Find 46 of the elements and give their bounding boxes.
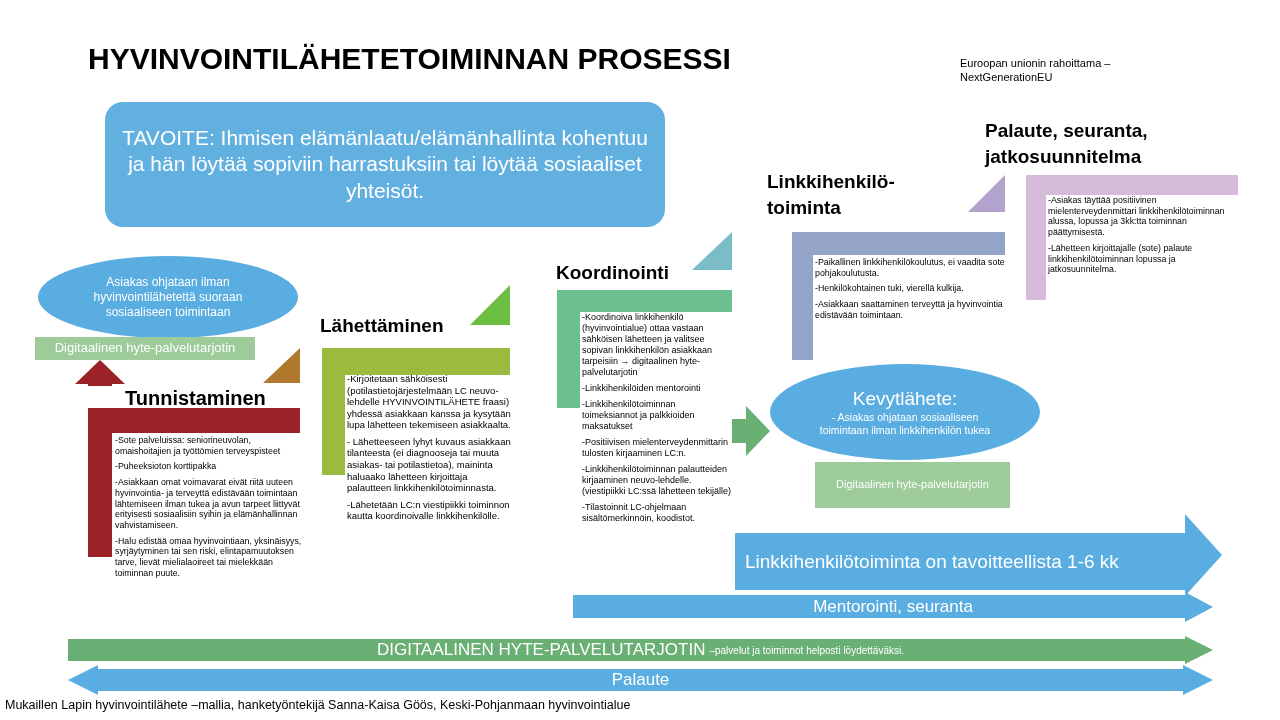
timeline-band — [735, 514, 1222, 596]
step-description: -Koordinoiva linkkihenkilö (hyvinvointialue) ottaa vastaan sähköisen lähetteen ja valitsee sopivan linkkihenkilön asiakkaan tarpeisiin → digitaalinen hyte-palvelutarjotin — [582, 312, 714, 378]
band-text: Linkkihenkilötoiminta on tavoitteellista 1-6 kk — [745, 550, 1119, 573]
band-text: Palaute — [611, 670, 670, 690]
title: HYVINVOINTILÄHETETOIMINNAN PROSESSI — [88, 42, 731, 76]
step-description: -Asiakkaan saattaminen terveyttä ja hyvinvointia edistävään toimintaan. — [815, 299, 1004, 321]
funding-note: Euroopan unionin rahoittama – NextGenerationEU — [960, 56, 1112, 85]
caption: Mukaillen Lapin hyvinvointilähete –mallia, hanketyöntekijä Sanna-Kaisa Göös, Keski-Pohjanmaan hyvinvointialue — [5, 698, 631, 712]
step-description: -Paikallinen linkkihenkilökoulutus, ei vaadita sote pohjakoulutusta. — [815, 257, 1006, 279]
process-box — [35, 337, 255, 360]
node-heading: Kevytlähete: — [852, 387, 958, 411]
step-heading: Linkkihenkilö-toiminta — [767, 170, 896, 220]
step-description: -Asiakkaan omat voimavarat eivät riitä uuteen hyvinvointia- ja terveyttä edistävään toimintaan lähtemiseen ilman tukea ja avun tarpeet liittyvät erityisesti sosiaalisiin syihin ja elämänhallinnan vahvistamiseen. — [115, 477, 301, 531]
node-text: Digitaalinen hyte-palvelutarjotin — [54, 340, 236, 357]
timeline-band — [68, 665, 1213, 695]
node-text: Digitaalinen hyte-palvelutarjotin — [836, 478, 989, 492]
step-description: -Asiakas täyttää positiivinen mielenterveydenmittari linkkihenkilötoiminnan alussa, lopussa ja 3kk:tta toiminnan päättymisestä. — [1048, 195, 1226, 238]
step-description: -Halu edistää omaa hyvinvointiaan, yksinäisyys, syrjäytyminen tai sen riski, elintapamuutoksen tarve, lievät mielialaoireet tai mielekkään toiminnan puute. — [115, 535, 303, 579]
goal-box — [105, 102, 665, 227]
band-text: –palvelut ja toiminnot helposti löydettäväksi. — [709, 644, 904, 656]
node-text: TAVOITE: Ihmisen elämänlaatu/elämänhallinta kohentuu ja hän löytää sopiviin harrastuksiin tai löytää sosiaaliset yhteisöt. — [121, 125, 649, 204]
step-description: -Kirjoitetaan sähköisesti (potilastietojärjestelmään LC neuvo-lehdelle HYVINVOINTILÄHETE fraasi) yhdessä asiakkaan kanssa ja kysytään lupa lähetteen tekemiseen asiakkaalta. — [347, 373, 512, 431]
step-description: -Puheeksioton korttipakka — [115, 461, 218, 473]
node-text: Asiakas ohjataan ilman hyvinvointilähetettä suoraan sosiaaliseen toimintaan — [92, 274, 244, 320]
block-arrow — [75, 360, 125, 386]
step-description: -Lähetteen kirjoittajalle (sote) palaute linkkihenkilötoiminnan lopussa ja jatkosuunnitelma. — [1048, 242, 1194, 276]
step-heading: Tunnistaminen — [125, 386, 266, 411]
step-description: -Henkilökohtainen tuki, vierellä kulkija. — [815, 283, 965, 295]
step-heading: Lähettäminen — [320, 314, 444, 338]
step-description: - Lähetteeseen lyhyt kuvaus asiakkaan tilanteesta (ei diagnooseja tai muuta asiakas- tai potilastietoa), maininta haluaako lähetteen kirjoittaja palautteen linkkihenkilötoiminnasta. — [347, 435, 512, 494]
block-arrow — [732, 406, 770, 456]
timeline-band — [573, 592, 1213, 622]
step-description: -Sote palveluissa: seniorineuvolan, omaishoitajien ja työttömien terveyspisteet — [115, 435, 282, 457]
step-description: -Linkkihenkilötoiminnan palautteiden kirjaaminen neuvo-lehdelle.(viestipiikki LC:ssä lähetteen tekijälle) — [582, 463, 732, 497]
step-description: -Linkkihenkilöiden mentorointi — [582, 382, 702, 394]
step-description: -Lähetetään LC:n viestipiikki toiminnon kautta koordinoivalle linkkihenkilölle. — [347, 498, 511, 522]
step-description: -Linkkihenkilötoiminnan toimeksiannot ja palkkioiden maksatukset — [582, 398, 696, 432]
band-text: Mentorointi, seuranta — [813, 596, 973, 617]
node-text: - Asiakas ohjataan sosiaaliseen toimintaan ilman linkkihenkilön tukea — [818, 410, 992, 437]
band-text: DIGITAALINEN HYTE-PALVELUTARJOTIN — [377, 640, 706, 660]
step-description: -Positiivisen mielenterveydenmittarin tulosten kirjaaminen LC:n. — [582, 436, 730, 459]
step-description: -Tilastoinnit LC-ohjelmaan sisältömerkinnöin, koodistot. — [582, 501, 697, 524]
step-heading: Koordinointi — [556, 261, 669, 285]
timeline-band — [68, 636, 1213, 664]
step-heading: Palaute, seuranta, jatkosuunnitelma — [985, 119, 1149, 169]
process-box — [815, 462, 1010, 508]
